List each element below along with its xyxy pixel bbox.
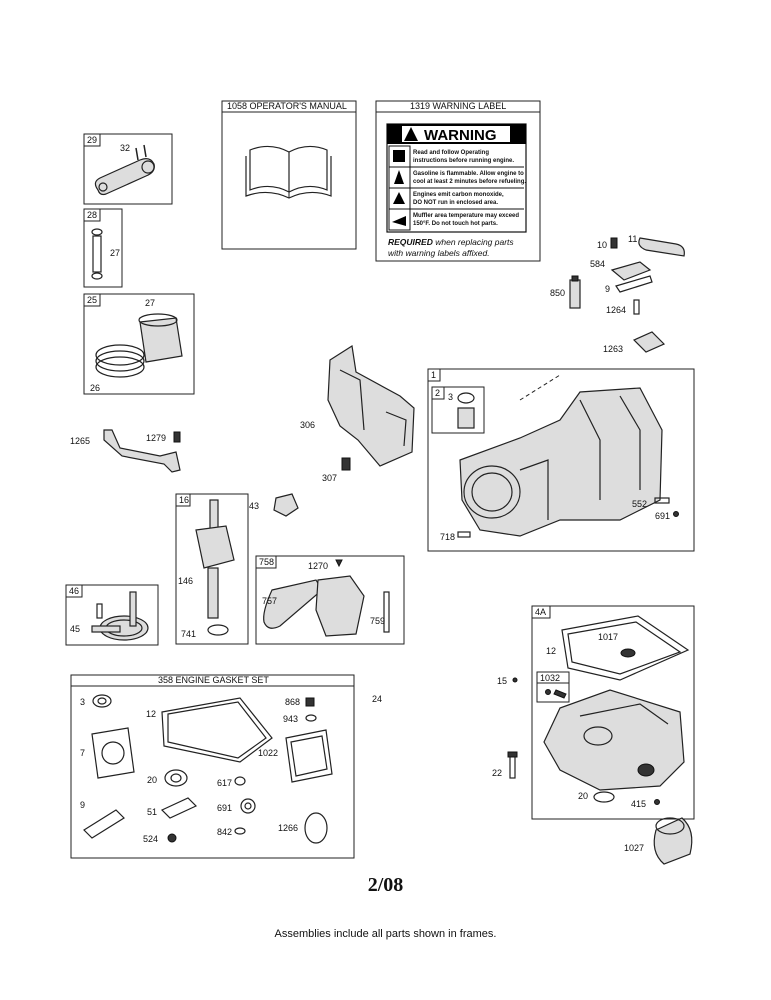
warning-line-4: cool at least 2 minutes before refueling… (413, 179, 526, 185)
warning-line-3: Gasoline is flammable. Allow engine to (413, 171, 524, 177)
warning-required-word: REQUIRED (388, 237, 433, 247)
frame-label-4A: 4A (535, 607, 546, 617)
warning-line-5: Engines emit carbon monoxide, (413, 192, 504, 198)
part-label-27-pin: 27 (110, 248, 120, 258)
frame-label-28: 28 (87, 210, 97, 220)
part-label-12-sump: 12 (546, 646, 556, 656)
gasket-label-9: 9 (80, 800, 85, 810)
frame-28-piston-pin: 28 27 (83, 208, 123, 288)
frame-1-cylinder-block: 1 2 3 552 691 718 (427, 368, 695, 552)
part-label-45: 45 (70, 624, 80, 634)
engine-gasket-set-frame: 358 ENGINE GASKET SET 3 12 868 943 7 102… (70, 674, 355, 859)
gasket-label-20: 20 (147, 775, 157, 785)
part-label-1264: 1264 (606, 305, 626, 315)
part-label-146: 146 (178, 576, 193, 586)
frame-46-camshaft: 46 45 (65, 584, 159, 646)
breather-assembly: 10 11 584 9 850 1264 1263 (550, 234, 685, 354)
part-label-1279: 1279 (146, 433, 166, 443)
part-label-691-block: 691 (655, 511, 670, 521)
part-label-741: 741 (181, 629, 196, 639)
frame-16-crankshaft: 16 146 741 (175, 493, 249, 645)
frame-25-piston: 25 27 26 (83, 293, 195, 395)
gasket-label-51: 51 (147, 807, 157, 817)
warning-required-line2: with warning labels affixed. (388, 248, 490, 258)
frame-label-1: 1 (431, 370, 436, 380)
gasket-label-617: 617 (217, 778, 232, 788)
sump-loose-parts: 15 22 1027 24 (372, 676, 693, 865)
part-label-26: 26 (90, 383, 100, 393)
gasket-label-12: 12 (146, 709, 156, 719)
part-label-850: 850 (550, 288, 565, 298)
part-label-757: 757 (262, 596, 277, 606)
warning-line-6: DO NOT run in enclosed area. (413, 200, 498, 206)
revision-date: 2/08 (367, 874, 404, 896)
svg-text:REQUIRED when replacing parts: REQUIRED when replacing parts (388, 237, 514, 247)
manual-book-icon (245, 145, 332, 199)
part-label-27-clip: 27 (145, 298, 155, 308)
warning-required-rest: when replacing parts (433, 237, 515, 247)
part-label-10: 10 (597, 240, 607, 250)
part-label-718: 718 (440, 532, 455, 542)
frame-label-1032: 1032 (540, 673, 560, 683)
part-label-584: 584 (590, 259, 605, 269)
warning-heading: WARNING (424, 127, 497, 144)
manual-frame-title: 1058 OPERATOR'S MANUAL (227, 101, 347, 111)
part-label-552: 552 (632, 499, 647, 509)
frame-label-2: 2 (435, 388, 440, 398)
part-label-307: 307 (322, 473, 337, 483)
warning-line-8: 150°F. Do not touch hot parts. (413, 221, 498, 227)
gasket-label-524: 524 (143, 834, 158, 844)
part-label-759: 759 (370, 616, 385, 626)
hot-surface-icon (392, 216, 406, 226)
assemblies-note: Assemblies include all parts shown in fr… (274, 928, 497, 940)
part-label-32: 32 (120, 143, 130, 153)
part-label-20-sump: 20 (578, 791, 588, 801)
part-label-3-seal: 3 (448, 392, 453, 402)
frame-label-46: 46 (69, 586, 79, 596)
warning-triangle-icon (404, 127, 418, 141)
gasket-label-842: 842 (217, 827, 232, 837)
part-label-306: 306 (300, 420, 315, 430)
warning-line-2: instructions before running engine. (413, 158, 514, 164)
part-43: 43 (249, 493, 299, 517)
gasket-frame-title: 358 ENGINE GASKET SET (158, 675, 269, 685)
part-label-1270: 1270 (308, 561, 328, 571)
shroud-306: 306 307 (300, 345, 415, 483)
gasket-label-7: 7 (80, 748, 85, 758)
gasket-label-3: 3 (80, 697, 85, 707)
warning-frame-title: 1319 WARNING LABEL (410, 101, 506, 111)
frame-label-29: 29 (87, 135, 97, 145)
frame-label-16: 16 (179, 495, 189, 505)
frame-758-governor: 758 1270 757 759 (255, 555, 405, 645)
frame-29-connecting-rod: 29 32 (83, 133, 173, 205)
part-label-1265: 1265 (70, 436, 90, 446)
part-label-1263: 1263 (603, 344, 623, 354)
fumes-icon (393, 192, 405, 204)
frame-4A-sump: 4A 1017 12 1032 20 415 (531, 605, 695, 820)
part-label-43: 43 (249, 501, 259, 511)
gasket-label-943: 943 (283, 714, 298, 724)
part-label-9-breather: 9 (605, 284, 610, 294)
part-label-1027: 1027 (624, 843, 644, 853)
gasket-label-1266: 1266 (278, 823, 298, 833)
frame-label-25: 25 (87, 295, 97, 305)
manual-read-icon (393, 150, 405, 162)
gasket-label-1022: 1022 (258, 748, 278, 758)
part-label-415: 415 (631, 799, 646, 809)
operators-manual-frame: 1058 OPERATOR'S MANUAL (221, 100, 357, 250)
bracket-1265: 1265 1279 (70, 429, 181, 473)
gasket-label-691: 691 (217, 803, 232, 813)
part-label-15: 15 (497, 676, 507, 686)
gasket-label-868: 868 (285, 697, 300, 707)
warning-line-7: Muffler area temperature may exceed (413, 213, 519, 219)
part-label-1017: 1017 (598, 632, 618, 642)
part-label-24: 24 (372, 694, 382, 704)
frame-label-758: 758 (259, 557, 274, 567)
warning-line-1: Read and follow Operating (413, 150, 489, 156)
flame-icon (394, 170, 404, 184)
part-label-11: 11 (628, 234, 637, 244)
part-label-22: 22 (492, 768, 502, 778)
warning-label-frame: 1319 WARNING LABEL WARNING Read and foll… (375, 100, 541, 262)
